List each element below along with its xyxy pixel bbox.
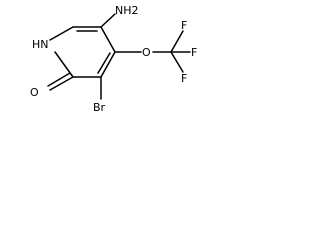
atom-label-br: Br xyxy=(93,101,106,114)
bond-c5-c4 xyxy=(100,26,116,53)
atom-label-f-top: F xyxy=(181,19,187,32)
bond-c4-c3-double xyxy=(97,52,111,74)
atom-label-ether-o: O xyxy=(142,46,151,59)
bond-c2-o-carbonyl xyxy=(49,76,74,91)
bond-n1-c6 xyxy=(49,26,74,41)
bond-c-f-bottom xyxy=(170,51,184,73)
atom-label-nh2: NH2 xyxy=(115,4,139,17)
bond-c4-c3 xyxy=(100,51,116,78)
bond-c5-nh2 xyxy=(100,13,116,28)
atom-label-f-right: F xyxy=(191,46,197,59)
atom-label-carbonyl-o: O xyxy=(30,86,39,99)
bond-c2-o-carbonyl-double xyxy=(47,72,71,87)
bond-c-f-top xyxy=(170,30,184,53)
atom-label-ring-nh: HN xyxy=(32,38,49,51)
atom-label-f-bottom: F xyxy=(181,72,187,85)
molecule-structure: HN NH2 O Br O F F F xyxy=(30,4,197,114)
